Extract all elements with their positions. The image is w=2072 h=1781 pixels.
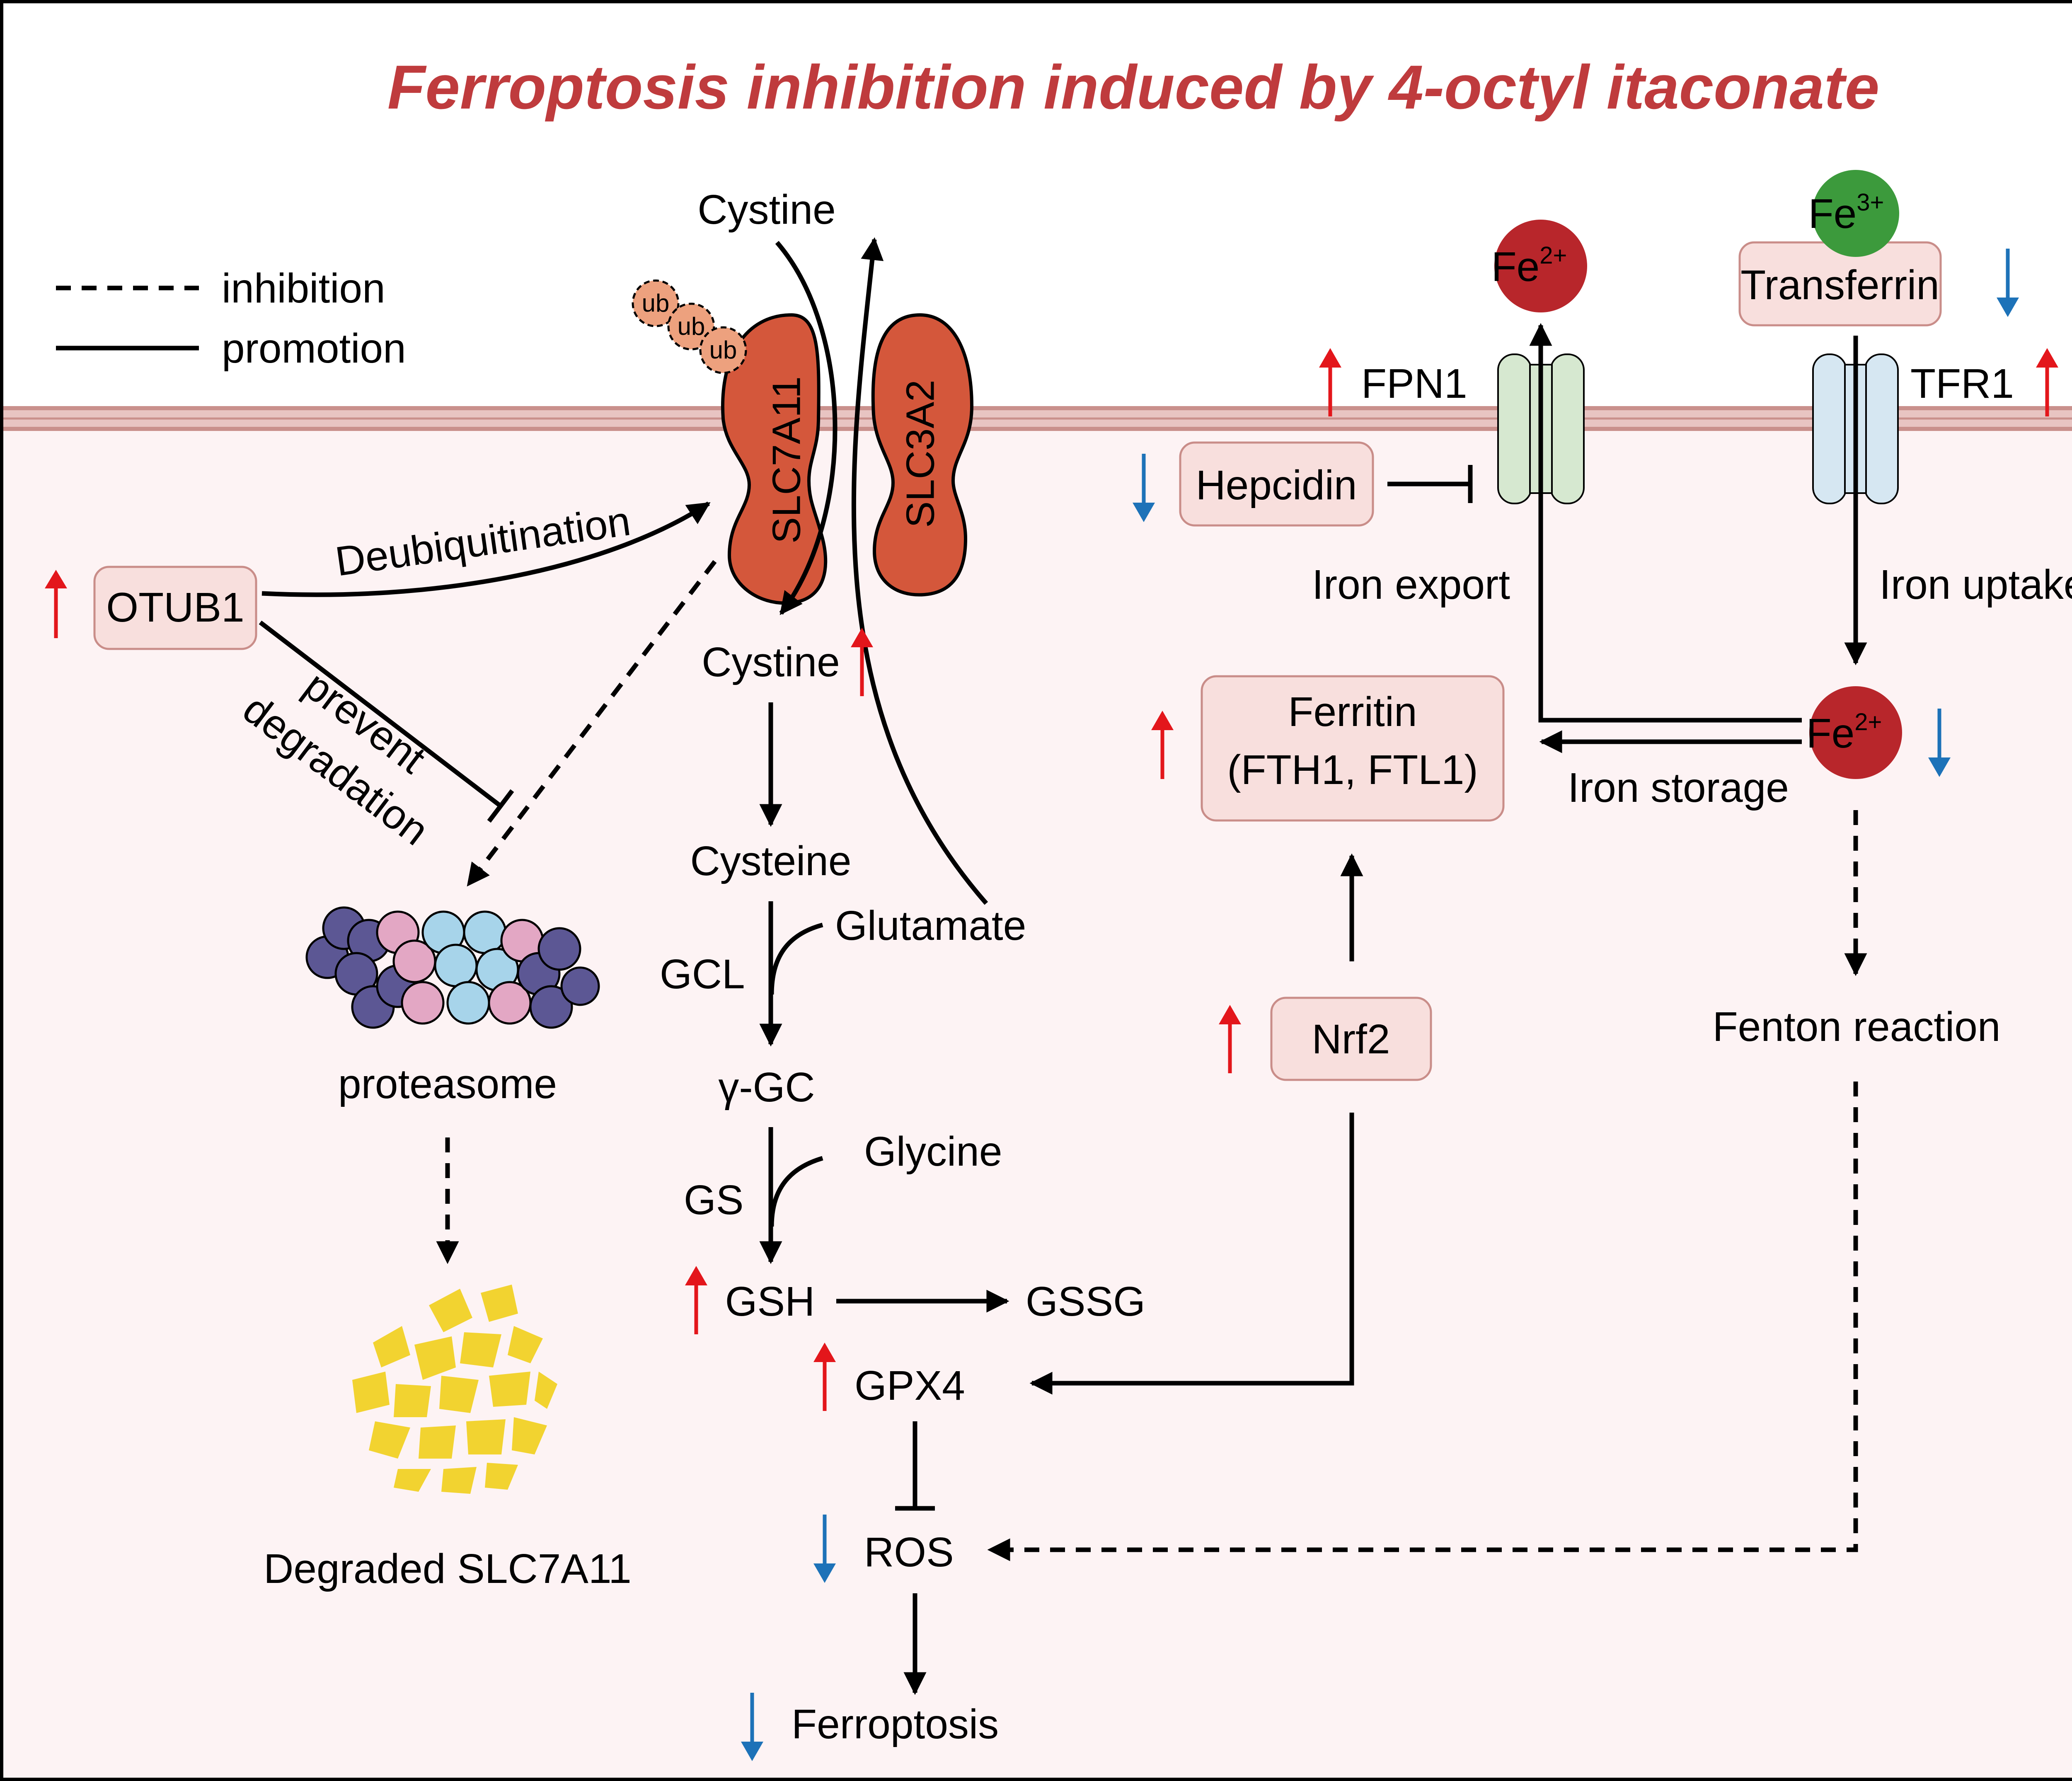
cystine-import-arrow xyxy=(775,241,838,615)
hepcidin-down-arrow xyxy=(1133,454,1155,522)
ub-tag-2 xyxy=(667,302,715,351)
ub-label-1: ub xyxy=(642,289,670,317)
glutamate-input-curve xyxy=(769,922,823,995)
fe3-label: Fe3+ xyxy=(1808,189,1884,237)
ferroptosis-down-arrow xyxy=(741,1693,763,1761)
glycine-label: Glycine xyxy=(864,1128,1002,1175)
cytoplasm-region xyxy=(3,427,2072,1778)
nrf2-box xyxy=(1270,997,1432,1081)
iron-uptake-label: Iron uptake xyxy=(1879,561,2072,608)
iron-export-label: Iron export xyxy=(1312,561,1510,608)
ferritin-up-arrow xyxy=(1151,711,1174,779)
ros-down-arrow xyxy=(813,1515,836,1583)
glutamate-export-arrow xyxy=(851,237,988,905)
transferrin-down-arrow xyxy=(1997,249,2019,317)
fpn1-label: FPN1 xyxy=(1361,361,1467,407)
hepcidin-label: Hepcidin xyxy=(1196,462,1357,508)
legend-inhibition-label: inhibition xyxy=(222,265,385,312)
tfr1-label: TFR1 xyxy=(1910,361,2014,407)
otub1-box xyxy=(93,566,257,650)
gsh-label: GSH xyxy=(725,1278,815,1325)
fe2-intracellular-icon xyxy=(1809,686,1902,779)
proteasome-label: proteasome xyxy=(338,1061,557,1107)
otub1-label: OTUB1 xyxy=(106,584,244,631)
gcl-label: GCL xyxy=(660,951,745,997)
ferritin-label-line2: (FTH1, FTL1) xyxy=(1227,747,1478,793)
ub-tag-3 xyxy=(699,326,747,374)
nrf2-label: Nrf2 xyxy=(1312,1016,1390,1062)
cell-membrane xyxy=(3,406,2072,431)
slc7a11-to-proteasome-dashed xyxy=(466,560,717,887)
nrf2-up-arrow xyxy=(1219,1005,1241,1073)
iron-storage-label: Iron storage xyxy=(1568,765,1789,811)
slc7a11-label: SLC7A11 xyxy=(764,376,808,544)
ferritin-box xyxy=(1201,675,1505,822)
cystine-extracellular-label: Cystine xyxy=(697,186,835,233)
gpx4-label: GPX4 xyxy=(854,1362,965,1409)
gsh-up-arrow xyxy=(685,1266,707,1334)
legend-promotion-label: promotion xyxy=(222,325,406,372)
cystine-intracellular-label: Cystine xyxy=(702,639,840,685)
gs-label: GS xyxy=(684,1177,743,1223)
glutamate-label: Glutamate xyxy=(835,903,1026,949)
fenton-to-ros-dashed xyxy=(987,1082,1858,1561)
cystine-up-arrow xyxy=(851,628,873,696)
proteasome-icon xyxy=(305,906,600,1029)
ub-label-2: ub xyxy=(678,312,705,340)
figure-title: Ferroptosis inhibition induced by 4-octy… xyxy=(387,52,1879,122)
nrf2-to-gpx4-arrow xyxy=(1029,1113,1354,1395)
legend: inhibition promotion xyxy=(56,265,406,372)
ubiquitin-tags: ub ub ub xyxy=(632,279,747,374)
fenton-reaction-label: Fenton reaction xyxy=(1713,1004,2001,1050)
hepcidin-box xyxy=(1179,441,1374,527)
ferritin-label-line1: Ferritin xyxy=(1288,689,1417,735)
fpn1-up-arrow xyxy=(1319,348,1341,416)
tfr1-up-arrow xyxy=(2036,348,2058,416)
slc3a2-transporter xyxy=(871,313,974,597)
fe2-extracellular-label: Fe2+ xyxy=(1491,242,1567,290)
cysteine-label: Cysteine xyxy=(690,838,851,884)
iron-export-arrow xyxy=(1529,323,1802,723)
fe2-intracellular-down-arrow xyxy=(1928,709,1951,777)
glycine-input-curve xyxy=(769,1156,823,1227)
ub-label-3: ub xyxy=(709,336,737,364)
ggc-label: γ-GC xyxy=(718,1064,815,1111)
fe2-intracellular-label: Fe2+ xyxy=(1806,709,1882,757)
fe3-icon xyxy=(1812,170,1899,257)
transferrin-label: Transferrin xyxy=(1740,262,1939,308)
degraded-slc7a11-label: Degraded SLC7A11 xyxy=(264,1546,632,1592)
deubiquitination-arrow xyxy=(261,501,711,597)
slc3a2-label: SLC3A2 xyxy=(898,380,942,528)
fe2-extracellular-icon xyxy=(1494,220,1587,312)
otub1-prevent-degradation-line xyxy=(259,620,502,808)
ros-label: ROS xyxy=(864,1529,954,1575)
otub1-up-arrow xyxy=(45,570,67,638)
gpx4-up-arrow xyxy=(813,1343,836,1411)
ferroptosis-label: Ferroptosis xyxy=(792,1701,999,1747)
prevent-degradation-bar xyxy=(487,789,514,823)
degraded-fragments-icon xyxy=(352,1285,557,1494)
gssg-label: GSSG xyxy=(1026,1278,1145,1325)
ub-tag-1 xyxy=(632,279,680,327)
